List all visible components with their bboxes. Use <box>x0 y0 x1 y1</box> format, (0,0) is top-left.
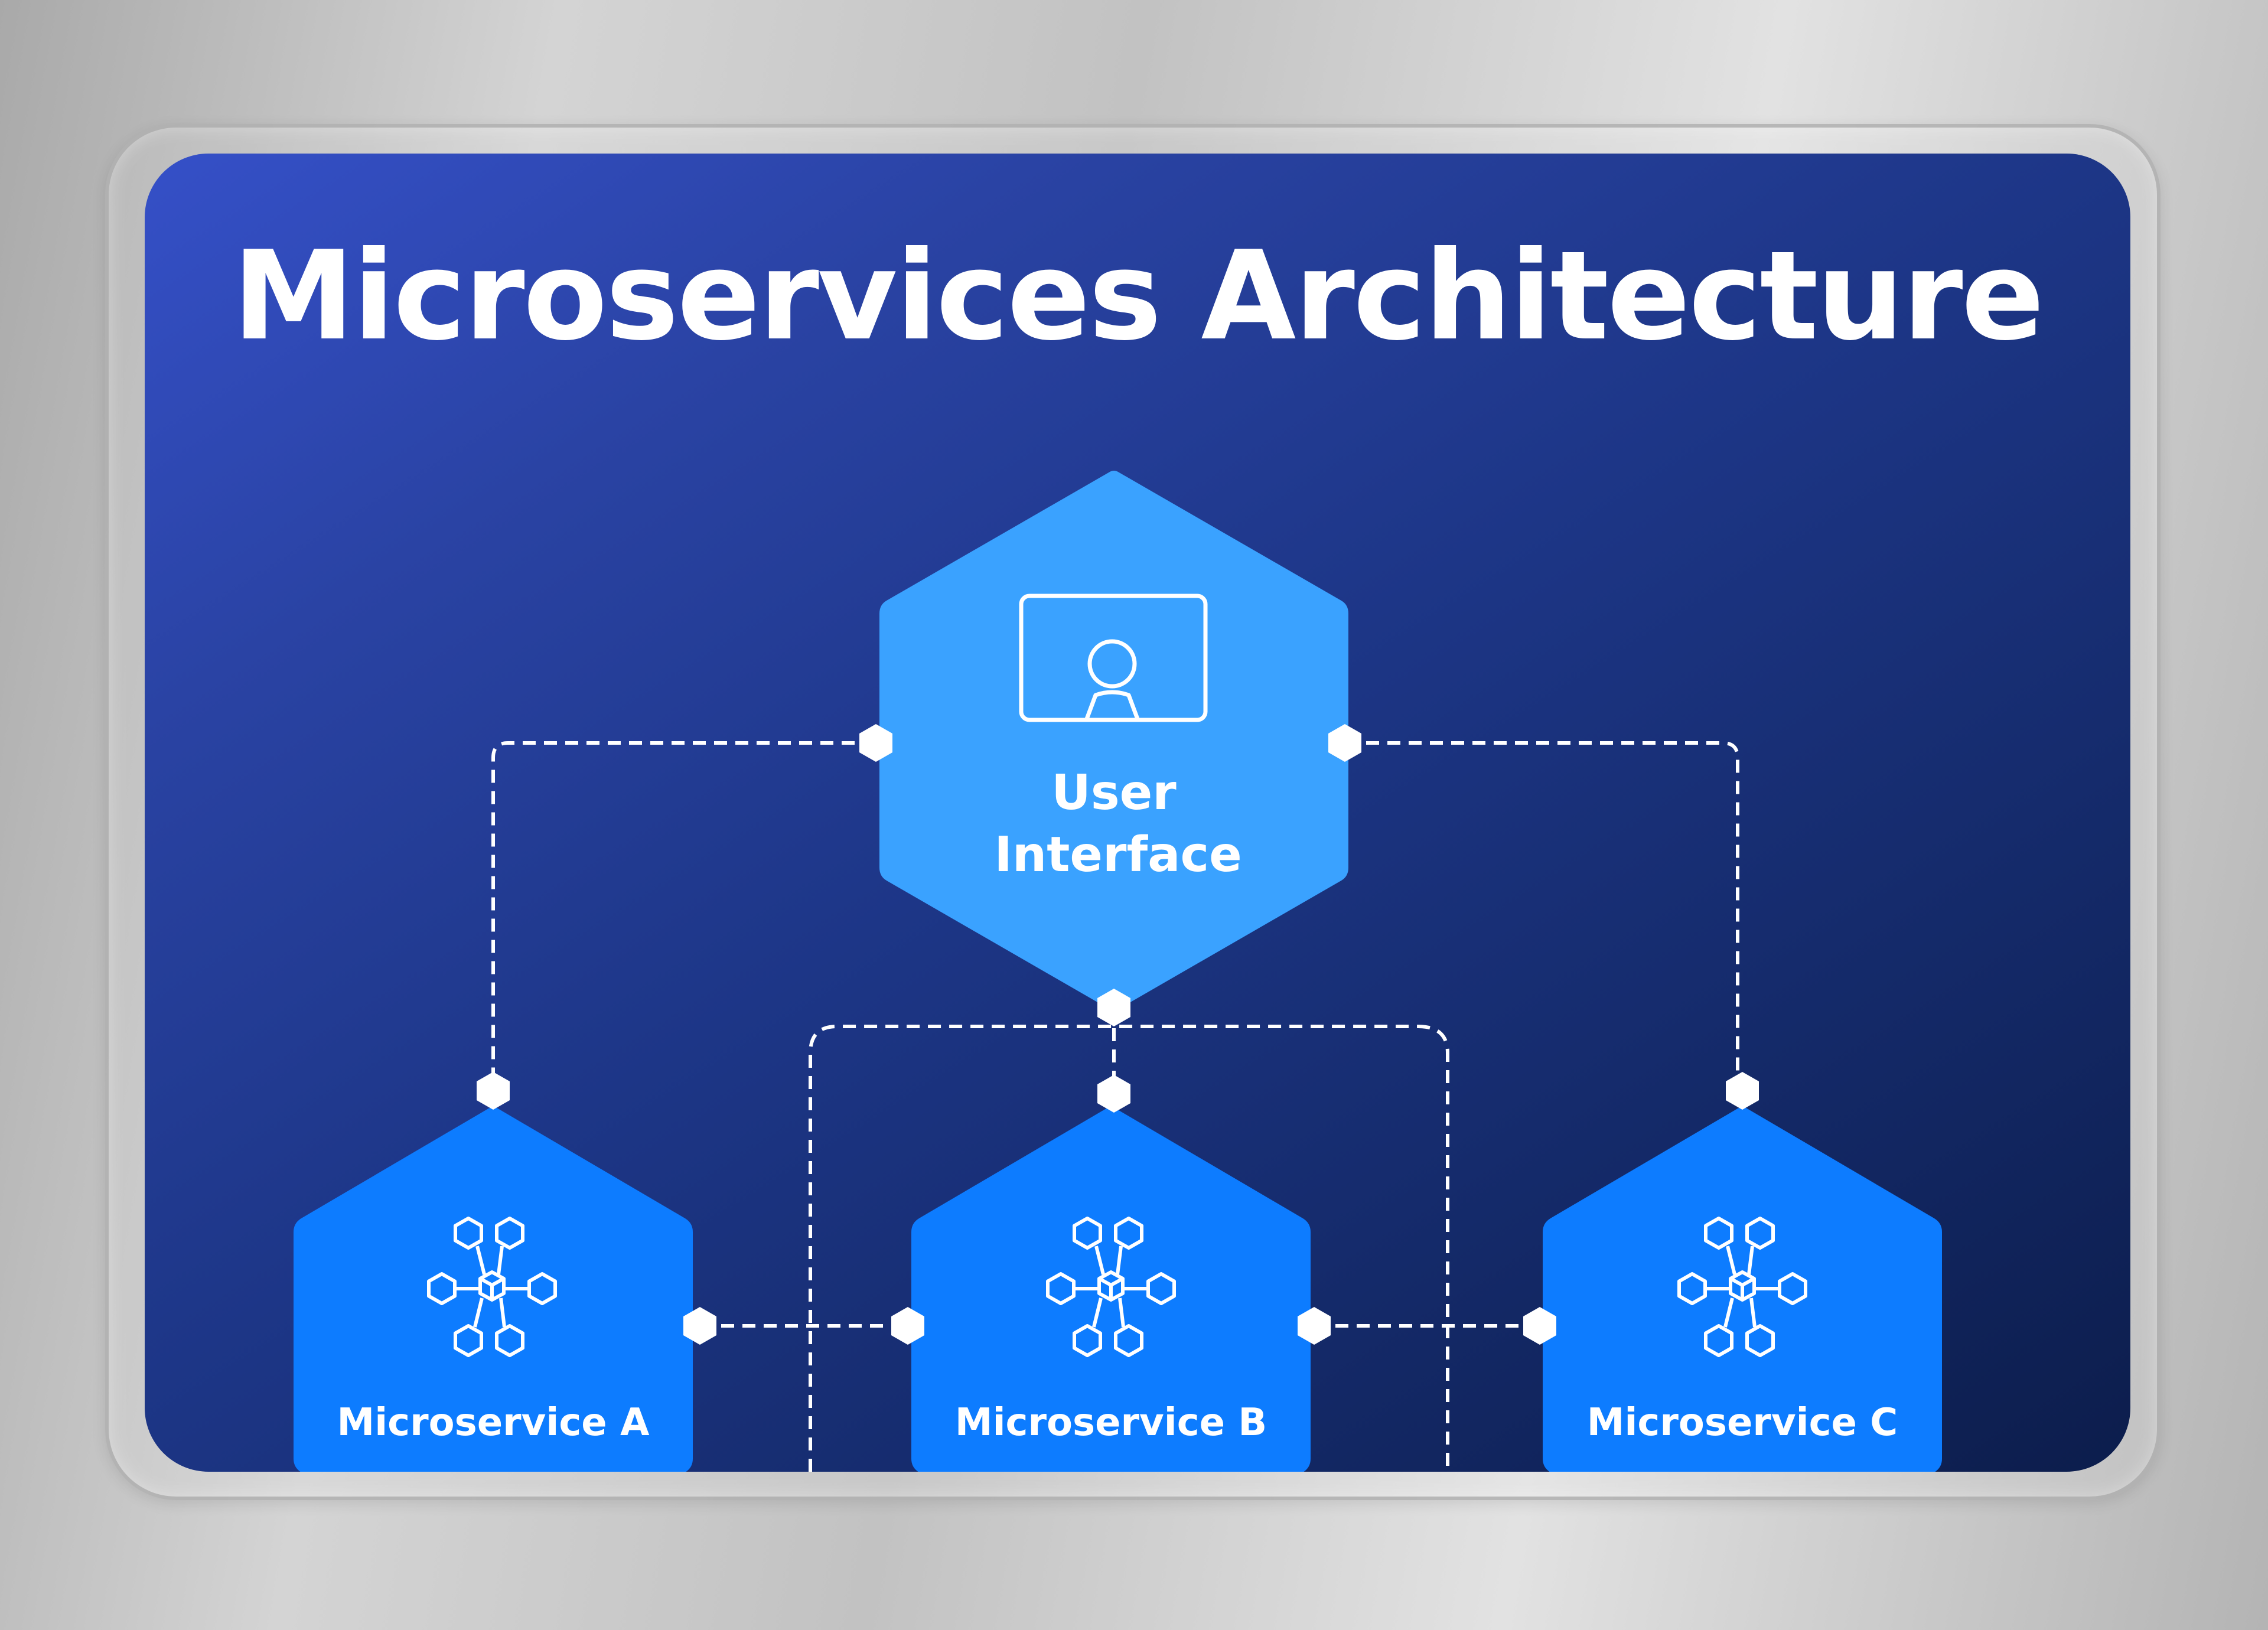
node-label-service-b: Microservice B <box>955 1401 1267 1445</box>
node-label-user: User <box>1051 765 1177 821</box>
node-user-interface: User Interface <box>879 471 1348 1010</box>
connector-dot <box>1328 724 1361 762</box>
node-label-service-c: Microservice C <box>1587 1401 1898 1445</box>
architecture-diagram: User Interface Microservice A Microservi… <box>294 471 1942 1472</box>
diagram-card: Microservices Architecture <box>145 154 2130 1472</box>
connector-dot <box>1097 1075 1130 1113</box>
connector-ui-to-service-a <box>491 741 876 1088</box>
connector-dot <box>859 724 892 762</box>
connector-dot <box>683 1307 716 1345</box>
connector-dot <box>477 1072 510 1110</box>
connector-dots <box>477 724 1759 1345</box>
connector-ui-to-service-c <box>1345 741 1739 1088</box>
monitor-user-icon <box>1019 594 1208 722</box>
connector-dot <box>1726 1072 1759 1110</box>
connector-dot <box>1097 989 1130 1026</box>
connector-dot <box>1523 1307 1556 1345</box>
node-microservice-b: Microservice B <box>911 1107 1311 1472</box>
node-label-interface: Interface <box>994 827 1241 883</box>
node-microservice-c: Microservice C <box>1543 1107 1942 1472</box>
connector-dot <box>1298 1307 1331 1345</box>
node-microservice-a: Microservice A <box>294 1107 693 1472</box>
page-title: Microservices Architecture <box>232 225 2044 368</box>
node-label-service-a: Microservice A <box>337 1401 650 1445</box>
connector-bus-loop <box>809 1025 1449 1472</box>
connector-dot <box>891 1307 924 1345</box>
